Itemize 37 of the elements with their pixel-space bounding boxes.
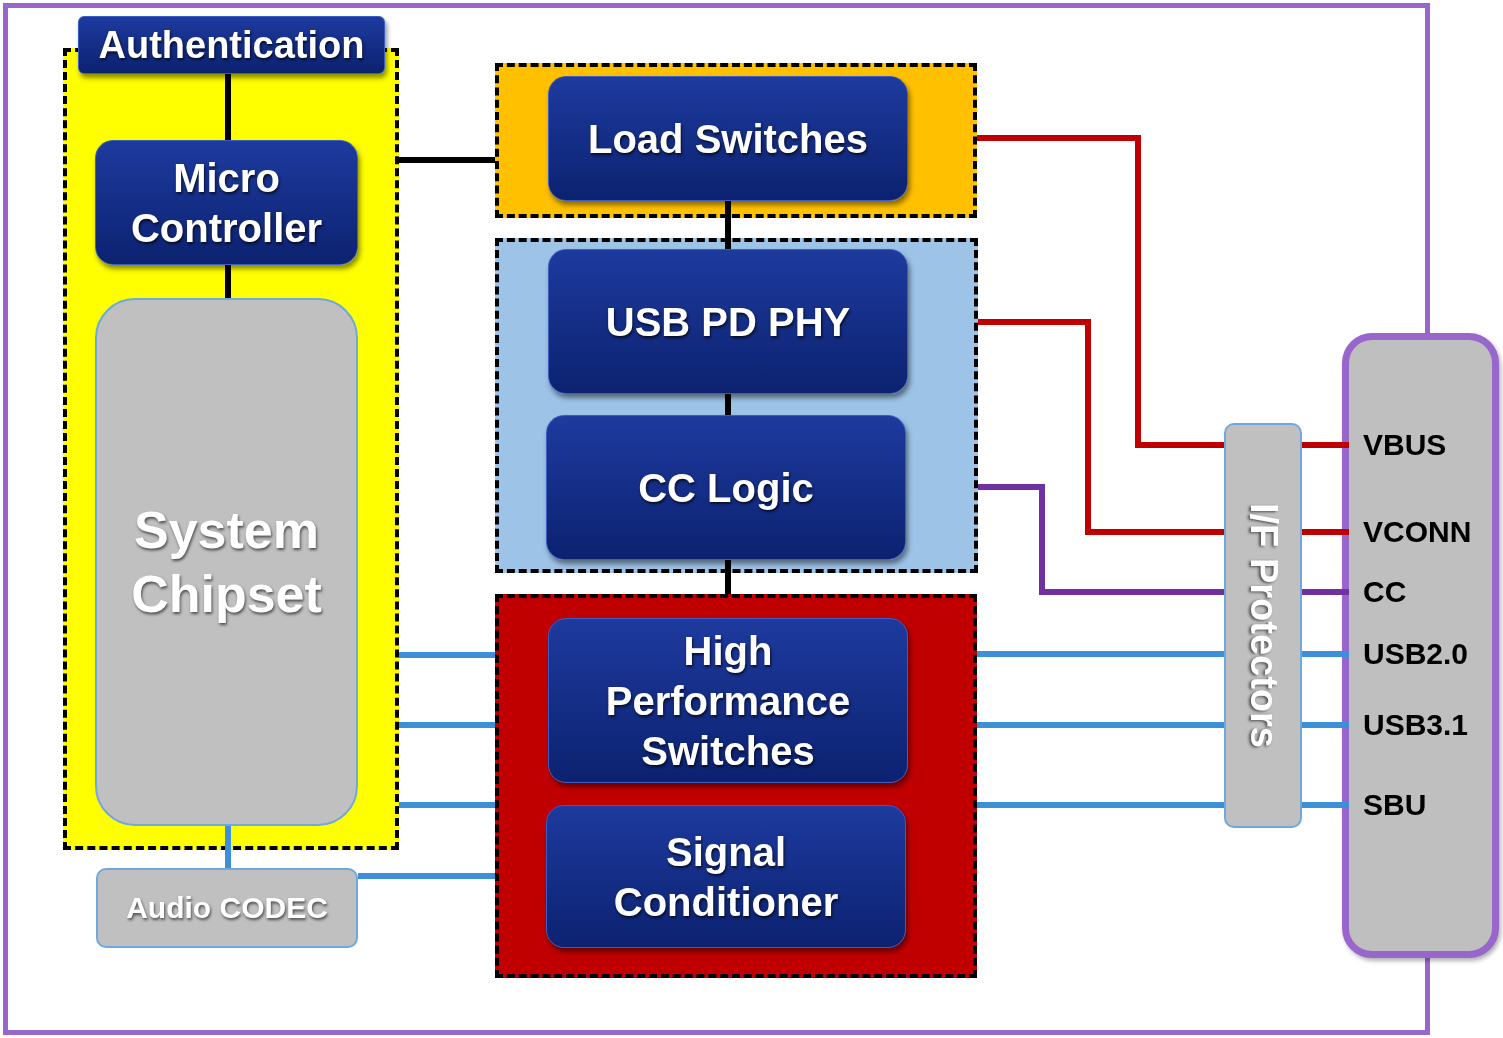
process-box: Micro Controller <box>95 140 358 265</box>
connector-line <box>978 319 1224 535</box>
connector-line <box>399 722 495 728</box>
pin-label: CC <box>1349 574 1492 610</box>
connector-box <box>1342 333 1499 958</box>
connector-line <box>977 722 1224 728</box>
pin-label: VCONN <box>1349 514 1492 550</box>
group-title: Authentication <box>78 16 385 74</box>
connector-line <box>977 135 1224 448</box>
connector-line <box>725 394 731 415</box>
connector-line <box>358 873 495 879</box>
connector-line <box>225 74 231 140</box>
process-box: USB PD PHY <box>548 249 908 394</box>
connector-line <box>399 652 495 658</box>
dashed-group <box>495 238 978 573</box>
connector-line <box>978 484 1224 595</box>
connector-line <box>977 651 1224 657</box>
connector-line <box>725 201 731 249</box>
process-box: Signal Conditioner <box>546 805 906 948</box>
dashed-group <box>495 63 977 218</box>
connector-line <box>399 157 495 163</box>
pin-label: VBUS <box>1349 427 1492 463</box>
pin-label: SBU <box>1349 787 1492 823</box>
process-box: CC Logic <box>546 415 906 560</box>
connector-line <box>977 802 1224 808</box>
chipset-box: System Chipset <box>95 298 358 826</box>
pin-label: USB2.0 <box>1349 636 1492 672</box>
process-box: Load Switches <box>548 76 908 201</box>
codec-box: Audio CODEC <box>96 868 358 948</box>
connector-line <box>225 265 231 298</box>
pin-label: USB3.1 <box>1349 707 1492 743</box>
protector-bar: I/F Protectors <box>1224 423 1302 828</box>
connector-line <box>399 802 495 808</box>
connector-line <box>725 560 731 594</box>
dashed-group <box>495 594 977 978</box>
process-box: High Performance Switches <box>548 618 908 783</box>
connector-line <box>225 826 231 868</box>
